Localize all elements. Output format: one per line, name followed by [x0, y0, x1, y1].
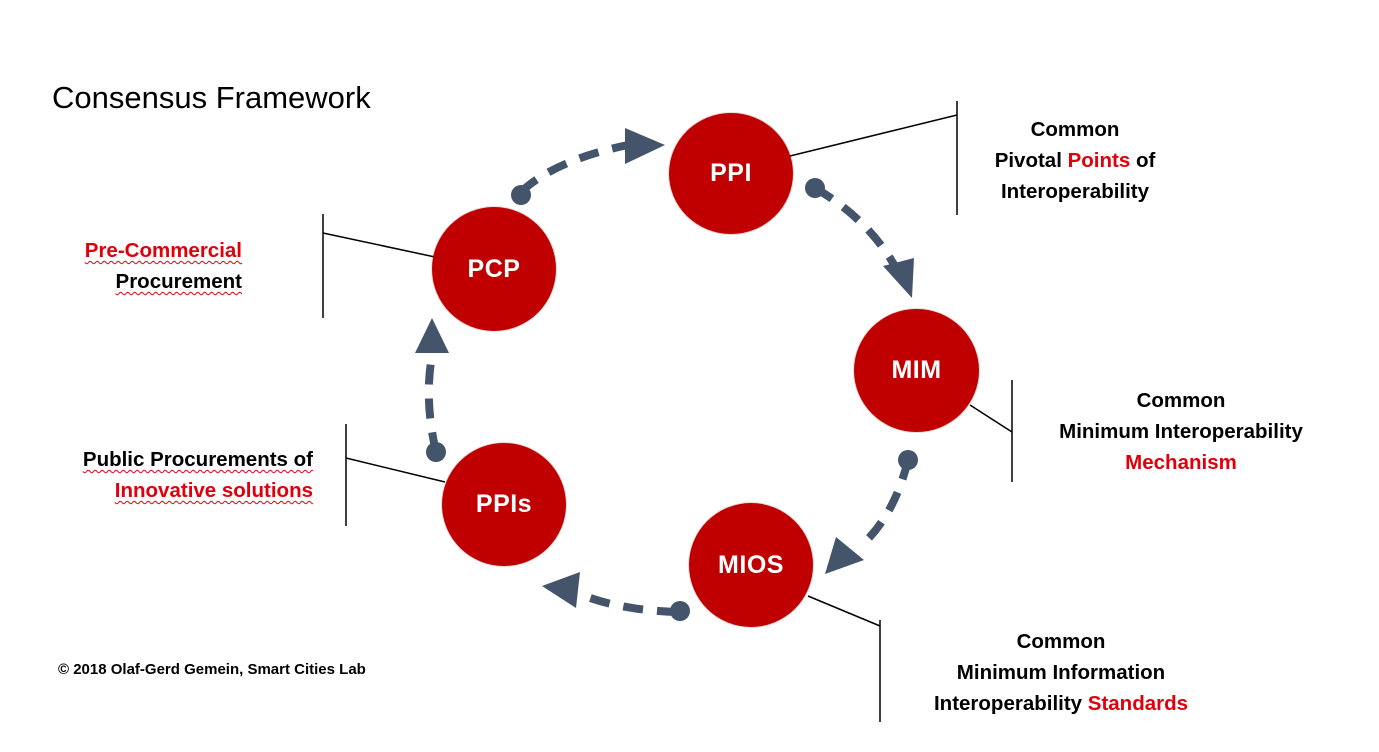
label-mios: Common Minimum Information Interoperabil…: [890, 626, 1232, 719]
label-mios-line1: Common: [1016, 630, 1106, 653]
arrowhead-pcp: [415, 318, 449, 353]
dot-ppis-to-pcp: [426, 442, 446, 462]
dot-mim-to-mios: [898, 450, 918, 470]
dot-ppi-to-mim: [805, 178, 825, 198]
label-pcp-line2: Procurement: [40, 266, 242, 297]
label-mim-line2: Minimum Interoperability: [1059, 420, 1303, 443]
arrowhead-ppis: [542, 572, 580, 608]
arrow-ppis-to-pcp: [424, 355, 440, 453]
label-ppi-line2-post: of: [1130, 149, 1156, 172]
label-ppi-line2: Pivotal Points of: [965, 145, 1185, 176]
label-pcp-line1: Pre-Commercial: [40, 235, 242, 266]
arrow-heads: [415, 128, 914, 608]
dot-pcp-to-ppi: [511, 185, 531, 205]
label-mios-highlight: Standards: [1087, 692, 1189, 715]
label-ppis-line2: Innovative solutions: [10, 475, 313, 506]
arrowhead-mim: [883, 258, 914, 298]
arrow-mim-to-mios: [864, 459, 912, 543]
label-ppi-line1: Common: [1030, 118, 1120, 141]
node-ppis: PPIs: [442, 443, 566, 566]
copyright-notice: © 2018 Olaf-Gerd Gemein, Smart Cities La…: [58, 661, 366, 678]
arrowhead-ppi: [625, 128, 665, 164]
node-mios: MIOS: [689, 503, 813, 627]
node-mim: MIM: [854, 309, 979, 432]
label-ppis-line1-text: Public Procurements of: [82, 448, 313, 471]
pcp-leader-line: [322, 232, 436, 258]
label-ppi-highlight: Points: [1067, 149, 1131, 172]
label-mios-line3: Interoperability Standards: [890, 688, 1232, 719]
page-title: Consensus Framework: [52, 80, 371, 115]
mios-leader-line: [807, 595, 881, 627]
label-ppis: Public Procurements of Innovative soluti…: [10, 444, 313, 506]
label-pcp-highlight: Pre-Commercial: [84, 239, 242, 262]
cycle-arrows: [424, 141, 912, 616]
label-mios-line2: Minimum Information: [956, 661, 1166, 684]
label-ppis-line1: Public Procurements of: [10, 444, 313, 475]
arrowhead-mios: [825, 537, 864, 574]
label-ppi-line2-pre: Pivotal: [994, 149, 1068, 172]
arrow-pcp-to-ppi: [518, 141, 629, 195]
label-ppi-line3: Interoperability: [1000, 180, 1150, 203]
dot-mios-to-ppis: [670, 601, 690, 621]
ppi-leader-line: [789, 114, 958, 157]
ppis-leader-line: [345, 457, 446, 483]
label-pcp-line2-text: Procurement: [115, 270, 242, 293]
node-pcp: PCP: [432, 207, 556, 331]
label-mim-highlight: Mechanism: [1125, 451, 1237, 474]
label-mim-line1: Common: [1136, 389, 1226, 412]
mim-leader-line: [969, 404, 1013, 433]
arrow-start-dots: [426, 178, 918, 621]
label-ppis-highlight: Innovative solutions: [114, 479, 313, 502]
label-pcp: Pre-Commercial Procurement: [40, 235, 242, 297]
arrow-mios-to-ppis: [580, 591, 678, 616]
label-ppi: Common Pivotal Points of Interoperabilit…: [965, 114, 1185, 207]
label-mim: Common Minimum Interoperability Mechanis…: [1020, 385, 1342, 478]
leader-lines: [322, 101, 1013, 722]
node-ppi: PPI: [669, 113, 793, 234]
arrow-ppi-to-mim: [812, 184, 901, 272]
label-mios-line3-pre: Interoperability: [933, 692, 1088, 715]
